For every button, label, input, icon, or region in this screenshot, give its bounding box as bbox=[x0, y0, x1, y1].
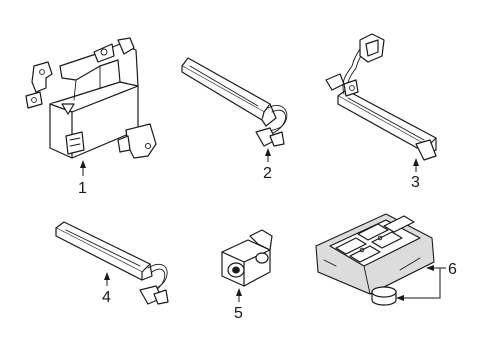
part-1-control-module bbox=[25, 37, 157, 159]
part-5-sensor bbox=[221, 229, 273, 287]
arrow-6a bbox=[426, 265, 434, 271]
arrow-1 bbox=[80, 160, 86, 168]
arrow-2 bbox=[265, 148, 271, 156]
part-4-antenna bbox=[55, 221, 169, 305]
callout-6: 6 bbox=[448, 261, 457, 278]
callout-1: 1 bbox=[78, 180, 87, 197]
callout-5: 5 bbox=[234, 305, 243, 322]
arrow-5 bbox=[236, 288, 242, 296]
arrow-4 bbox=[104, 272, 110, 280]
callout-2: 2 bbox=[263, 165, 272, 182]
arrow-6b bbox=[396, 295, 404, 301]
callout-3: 3 bbox=[411, 174, 420, 191]
part-2-antenna bbox=[181, 57, 288, 147]
callout-4: 4 bbox=[102, 289, 111, 306]
leader-lines bbox=[80, 148, 446, 302]
part-3-antenna bbox=[325, 33, 437, 161]
arrow-3 bbox=[413, 158, 419, 166]
part-6-key-fob bbox=[315, 213, 435, 306]
